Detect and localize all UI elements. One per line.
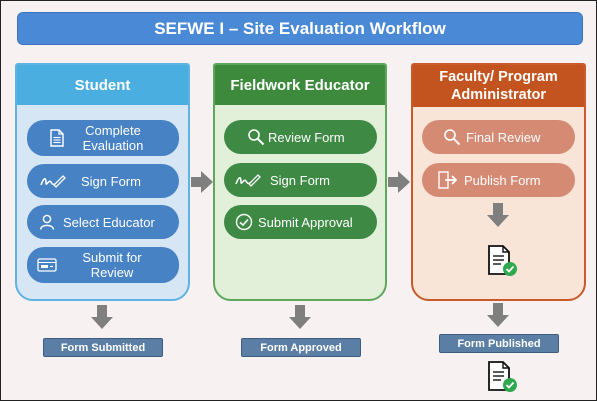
final-document-icon <box>488 361 517 392</box>
magnifier-icon <box>246 127 266 147</box>
signature-icon <box>39 171 67 191</box>
student-header: Student <box>17 65 188 105</box>
arrow-educator-down <box>289 305 311 329</box>
document-icon <box>47 128 67 148</box>
publish-form-step[interactable]: Publish Form <box>422 163 575 197</box>
arrow-faculty-publish-down <box>487 203 509 227</box>
arrow-student-down <box>91 305 113 329</box>
status-form-approved: Form Approved <box>241 338 361 357</box>
student-sign-form-label: Sign Form <box>81 173 141 189</box>
form-icon <box>37 255 57 275</box>
final-review-label: Final Review <box>466 129 541 145</box>
publish-form-label: Publish Form <box>464 172 541 188</box>
final-review-step[interactable]: Final Review <box>422 120 575 154</box>
submit-approval-label: Submit Approval <box>258 214 353 230</box>
complete-evaluation-label: Complete Evaluation <box>82 123 144 153</box>
complete-evaluation-step[interactable]: Complete Evaluation <box>27 120 179 156</box>
submit-approval-step[interactable]: Submit Approval <box>224 205 377 239</box>
diagram-title: SEFWE I – Site Evaluation Workflow <box>17 12 583 45</box>
check-circle-icon <box>234 212 254 232</box>
student-sign-form-step[interactable]: Sign Form <box>27 164 179 198</box>
select-educator-label: Select Educator <box>63 214 155 230</box>
status-form-submitted: Form Submitted <box>43 338 163 357</box>
select-educator-step[interactable]: Select Educator <box>27 205 179 239</box>
person-icon <box>37 212 57 232</box>
arrow-educator-to-faculty <box>388 171 410 193</box>
educator-review-form-step[interactable]: Review Form <box>224 120 377 154</box>
status-form-published: Form Published <box>439 334 559 353</box>
magnifier-icon <box>442 127 462 147</box>
publish-icon <box>438 170 458 190</box>
arrow-faculty-down <box>487 303 509 327</box>
educator-header: Fieldwork Educator <box>215 65 385 105</box>
signature-icon <box>234 170 262 190</box>
educator-review-form-label: Review Form <box>268 129 345 145</box>
submit-for-review-step[interactable]: Submit for Review <box>27 247 179 283</box>
submit-for-review-label: Submit for Review <box>82 250 142 280</box>
educator-sign-form-label: Sign Form <box>270 172 330 188</box>
arrow-student-to-educator <box>191 171 213 193</box>
educator-sign-form-step[interactable]: Sign Form <box>224 163 377 197</box>
published-document-icon <box>488 245 517 276</box>
faculty-header: Faculty/ Program Administrator <box>413 65 584 107</box>
